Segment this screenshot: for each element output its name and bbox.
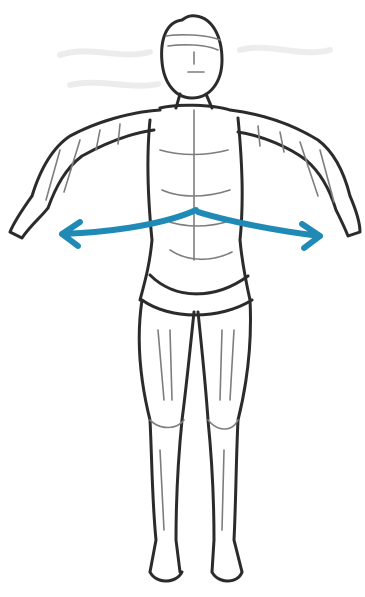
right-leg xyxy=(198,300,251,581)
head xyxy=(162,16,222,98)
left-arm xyxy=(10,110,160,238)
left-leg xyxy=(139,300,194,581)
rotation-arrow xyxy=(62,210,320,248)
background-smudges xyxy=(60,48,330,86)
right-arm xyxy=(230,110,360,236)
